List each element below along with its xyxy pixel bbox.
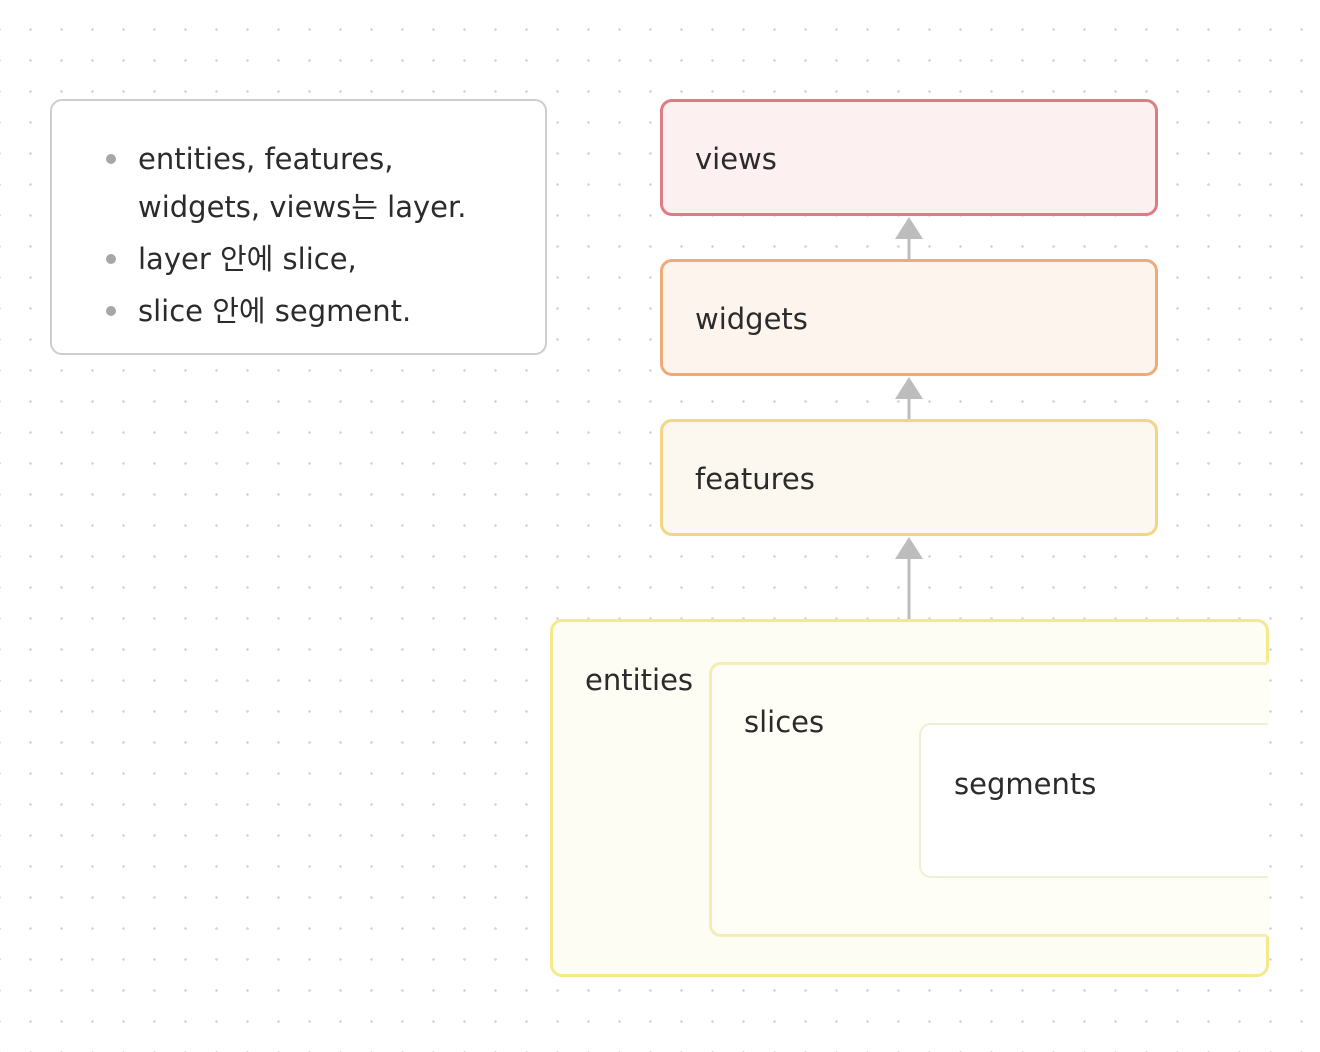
arrow-head (895, 537, 923, 559)
layer-views-node[interactable]: views (660, 99, 1158, 216)
layer-label: views (695, 142, 777, 176)
layer-widgets-node[interactable]: widgets (660, 259, 1158, 376)
arrow-features-to-widgets (895, 377, 923, 419)
layer-label: widgets (695, 302, 808, 336)
layer-label: entities (585, 663, 694, 697)
note-item: entities, features, widgets, views는 laye… (52, 135, 498, 231)
arrow-entities-to-features (895, 537, 923, 619)
layer-features-node[interactable]: features (660, 419, 1158, 536)
segments-node[interactable]: segments (919, 723, 1269, 878)
slices-label: slices (744, 705, 825, 739)
layer-label: features (695, 462, 815, 496)
note-item: layer 안에 slice, (52, 235, 498, 283)
arrow-widgets-to-views (895, 217, 923, 259)
arrow-head (895, 377, 923, 399)
slices-group[interactable]: slices segments (709, 662, 1269, 937)
note-item: slice 안에 segment. (52, 287, 498, 335)
note-card[interactable]: entities, features, widgets, views는 laye… (50, 99, 547, 355)
segments-label: segments (954, 767, 1097, 801)
layer-entities-group[interactable]: entities slices segments (550, 619, 1269, 977)
note-list: entities, features, widgets, views는 laye… (52, 135, 498, 339)
arrow-head (895, 217, 923, 239)
